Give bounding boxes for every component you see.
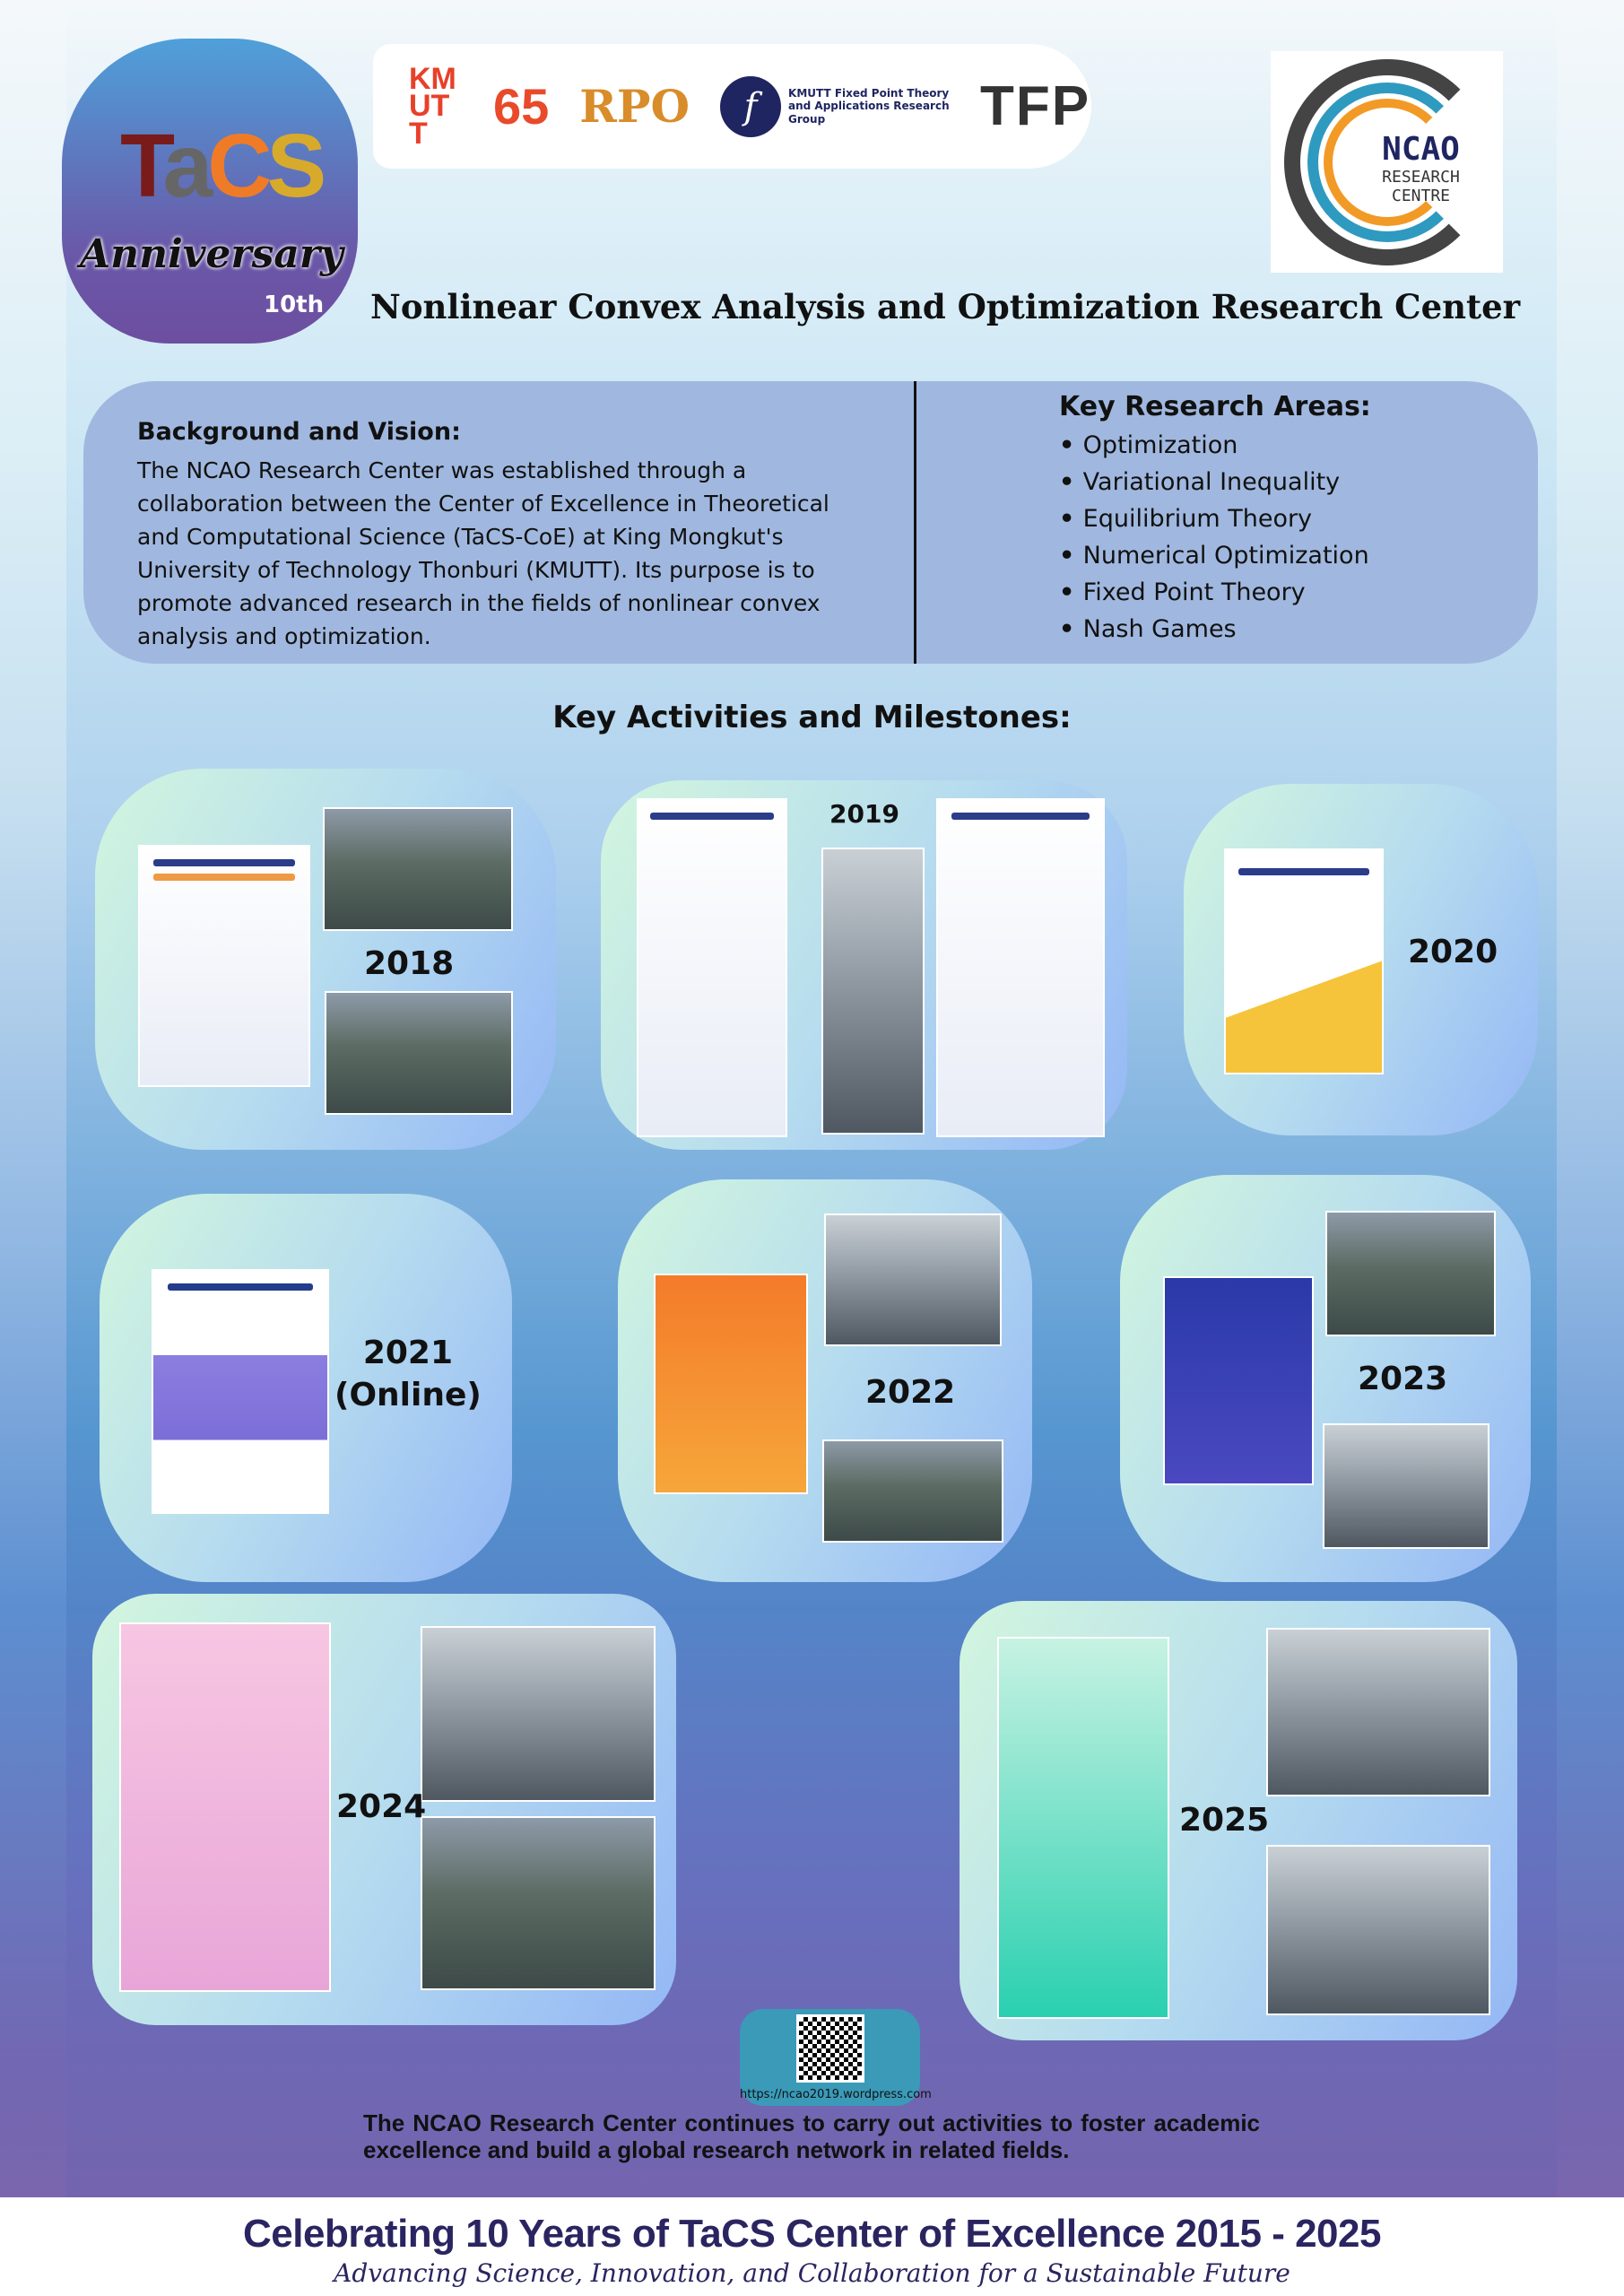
poster-image — [997, 1637, 1169, 2019]
poster-image — [654, 1274, 808, 1494]
photo-collage — [821, 848, 925, 1135]
kmutt-logo: KMUTT — [409, 61, 456, 151]
milestone-2018: 2018 — [95, 769, 556, 1150]
group-photo — [323, 807, 513, 931]
seminar-photo — [1266, 1845, 1490, 2015]
research-areas-heading: Key Research Areas: — [1059, 391, 1371, 422]
list-item: Numerical Optimization — [1059, 537, 1369, 574]
poster-image — [637, 798, 787, 1137]
qr-code-box[interactable]: https://ncao2019.wordpress.com — [740, 2009, 932, 2106]
poster-image — [138, 845, 310, 1087]
page-title: Nonlinear Convex Analysis and Optimizati… — [370, 287, 1521, 326]
poster-image — [152, 1269, 329, 1514]
ncao-logo: NCAO RESEARCH CENTRE — [1271, 51, 1503, 273]
fixed-point-logo: f KMUTT Fixed Point Theory and Applicati… — [720, 75, 950, 137]
footer-subtitle: Advancing Science, Innovation, and Colla… — [334, 2258, 1290, 2288]
list-item: Variational Inequality — [1059, 464, 1369, 500]
seminar-photo — [421, 1626, 656, 1802]
poster-image — [1224, 848, 1384, 1074]
group-photo — [1325, 1211, 1496, 1336]
background-text: The NCAO Research Center was established… — [137, 457, 829, 649]
group-photo — [325, 991, 513, 1115]
group-photo — [822, 1439, 1003, 1543]
website-link[interactable]: https://ncao2019.wordpress.com — [740, 2088, 932, 2101]
footer: Celebrating 10 Years of TaCS Center of E… — [0, 2197, 1624, 2296]
rpo-logo: RPO — [579, 80, 690, 133]
seminar-photo — [1323, 1423, 1489, 1549]
list-item: Nash Games — [1059, 611, 1369, 648]
milestone-2025: 2025 — [960, 1601, 1517, 2040]
poster-image — [119, 1622, 331, 1992]
list-item: Optimization — [1059, 427, 1369, 464]
milestone-2022: 2022 — [618, 1179, 1032, 1582]
qr-code[interactable] — [796, 2014, 864, 2083]
seminar-photo — [1266, 1628, 1490, 1796]
milestone-2023: 2023 — [1120, 1175, 1531, 1582]
milestone-2019: 2019 — [601, 780, 1127, 1150]
activities-heading: Key Activities and Milestones: — [552, 700, 1072, 735]
closing-statement: The NCAO Research Center continues to ca… — [363, 2109, 1260, 2163]
milestone-2021: 2021(Online) — [100, 1194, 512, 1582]
year-label: 2021(Online) — [334, 1335, 482, 1413]
poster-image — [1163, 1276, 1314, 1485]
divider — [914, 381, 916, 664]
list-item: Fixed Point Theory — [1059, 574, 1369, 611]
background-heading: Background and Vision: — [137, 418, 461, 446]
milestone-2024: 2024 — [92, 1594, 676, 2025]
tacs-anniversary-logo: TaCS Anniversary 10th — [44, 30, 381, 344]
partner-logos: KMUTT 65 RPO f KMUTT Fixed Point Theory … — [373, 44, 1091, 169]
research-areas-list: Optimization Variational Inequality Equi… — [1059, 427, 1369, 648]
tfp-logo: TFP — [980, 75, 1091, 137]
seminar-photo — [824, 1213, 1002, 1346]
group-photo — [421, 1816, 656, 1990]
footer-title: Celebrating 10 Years of TaCS Center of E… — [243, 2212, 1381, 2256]
milestone-2020: 2020 — [1184, 784, 1538, 1135]
list-item: Equilibrium Theory — [1059, 500, 1369, 537]
poster-image — [936, 798, 1105, 1137]
65-years-logo: 65 — [493, 78, 550, 135]
